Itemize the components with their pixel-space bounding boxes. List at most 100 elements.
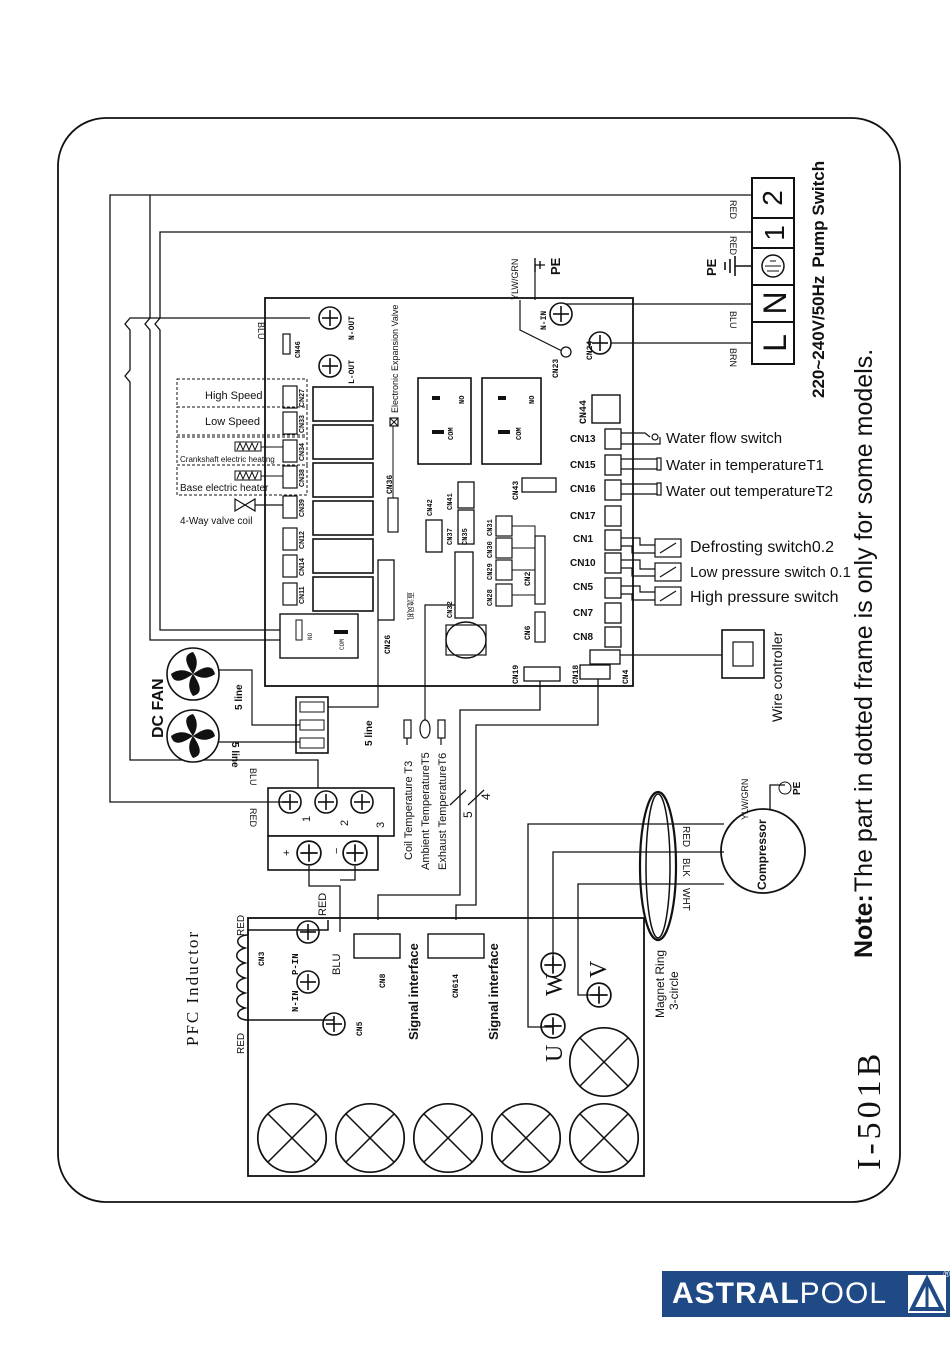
wire-controller [721, 629, 765, 679]
svg-text:CN14: CN14 [299, 558, 306, 576]
high-speed-label: High Speed [205, 390, 263, 402]
svg-text:CN18: CN18 [572, 665, 581, 684]
svg-text:CN17: CN17 [570, 511, 596, 522]
svg-text:CN42: CN42 [427, 499, 435, 516]
ambient-temp-label: Ambient TemperatureT5 [420, 752, 432, 870]
svg-text:CN27: CN27 [299, 389, 306, 407]
low-pressure-switch-label: Low pressure switch 0.1 [690, 564, 851, 581]
svg-text:2: 2 [757, 190, 788, 206]
svg-text:CN29: CN29 [487, 563, 495, 580]
svg-text:CN4: CN4 [622, 669, 631, 684]
svg-text:CN11: CN11 [299, 586, 306, 604]
svg-text:CN39: CN39 [299, 499, 306, 517]
cn44-connector [591, 394, 621, 424]
wire-label-red-2: RED [728, 236, 738, 256]
svg-text:COM: COM [448, 427, 456, 440]
defrost-switch-label: Defrosting switch0.2 [690, 539, 834, 556]
n-in-terminal [549, 302, 573, 326]
base-heater-label: Base electric heater [180, 483, 269, 494]
sensor-connectors [604, 428, 622, 648]
svg-text:CN16: CN16 [570, 484, 596, 495]
svg-text:5: 5 [461, 811, 475, 818]
svg-text:CN12: CN12 [299, 531, 306, 549]
dc-fan-label: DC FAN [150, 678, 167, 738]
signal-interface-1: Signal interface [406, 943, 421, 1040]
svg-text:直流风机: 直流风机 [406, 592, 415, 620]
high-pressure-switch-label: High pressure switch [690, 589, 839, 606]
wire-label-red-1: RED [728, 200, 738, 220]
power-wires [124, 194, 752, 800]
svg-text:PE: PE [704, 258, 719, 276]
svg-text:CN28: CN28 [487, 589, 495, 606]
svg-text:RED: RED [236, 915, 247, 936]
svg-text:BLK: BLK [680, 858, 691, 877]
svg-text:CN15: CN15 [570, 460, 596, 471]
outer-frame [57, 117, 901, 1203]
svg-text:NO: NO [459, 396, 467, 404]
cn26-connector [377, 559, 395, 621]
note-label: Note:The part in dotted frame is only fo… [850, 349, 878, 958]
svg-text:4: 4 [479, 793, 493, 800]
crankshaft-heater-label: Crankshaft electric heating [180, 455, 275, 464]
ground-icon [761, 254, 785, 278]
pe-ground-right: PE [704, 256, 752, 276]
svg-text:PE: PE [548, 257, 563, 275]
svg-text:WHT: WHT [680, 888, 691, 911]
svg-text:RED: RED [248, 808, 258, 828]
cn23-terminal [560, 346, 572, 358]
capacitor [445, 621, 487, 659]
svg-text:PE: PE [792, 781, 803, 795]
wire-controller-label: Wire controller [769, 631, 785, 722]
svg-text:V: V [586, 960, 612, 978]
svg-text:1: 1 [301, 816, 313, 822]
relay-box-1: NO COM [417, 377, 472, 465]
wire-label-blu-2: BLU [256, 322, 266, 340]
pfc-inductor [236, 920, 334, 1021]
svg-text:3-circle: 3-circle [667, 971, 681, 1010]
svg-text:5 line: 5 line [234, 684, 245, 710]
svg-text:CN32: CN32 [447, 601, 455, 618]
svg-text:Magnet Ring: Magnet Ring [653, 950, 667, 1018]
svg-text:CN30: CN30 [487, 541, 495, 558]
svg-text:+: + [281, 850, 293, 856]
water-out-temp-label: Water out temperatureT2 [666, 483, 833, 500]
svg-text:CN7: CN7 [573, 608, 593, 619]
svg-text:CN34: CN34 [299, 443, 306, 461]
svg-text:N: N [757, 291, 793, 314]
wire-label-brn: BRN [728, 348, 738, 367]
coil-temp-label: Coil Temperature T3 [403, 761, 415, 860]
svg-text:BLU: BLU [256, 322, 266, 340]
temp-sensors [403, 719, 446, 739]
eev-label: Electronic Expansion Valve [390, 305, 400, 413]
power-terminal-block: 2 1 N L [751, 177, 795, 365]
svg-text:CN38: CN38 [299, 469, 306, 487]
svg-text:CN37: CN37 [447, 528, 455, 545]
relay-box-2: NO COM [481, 377, 542, 465]
n-out-terminal [318, 306, 342, 330]
model-label: I-501B [851, 1050, 888, 1170]
igbt-modules [256, 1026, 640, 1174]
svg-text:CN13: CN13 [570, 434, 596, 445]
optional-frames [176, 378, 308, 496]
svg-text:RED: RED [236, 1033, 247, 1054]
svg-text:CN24: CN24 [586, 341, 595, 360]
svg-text:COM: COM [339, 639, 346, 650]
drive-board [247, 917, 645, 1177]
svg-text:CN5: CN5 [573, 582, 593, 593]
svg-text:220~240V/50HzPump Switch: 220~240V/50HzPump Switch [809, 161, 828, 398]
svg-text:L-OUT: L-OUT [348, 360, 357, 384]
svg-text:CN43: CN43 [512, 481, 521, 500]
svg-text:NO: NO [529, 396, 537, 404]
svg-text:CN3: CN3 [258, 951, 267, 966]
four-way-valve-label: 4-Way valve coil [180, 516, 252, 527]
svg-text:RED: RED [728, 236, 738, 256]
svg-text:CN1: CN1 [573, 534, 593, 545]
svg-text:Note:The part in dotted frame: Note:The part in dotted frame is only fo… [850, 349, 878, 958]
svg-text:RED: RED [680, 826, 691, 847]
svg-text:5 line: 5 line [229, 742, 240, 768]
cn36-connector [387, 497, 399, 533]
brand-mark-icon [908, 1274, 946, 1313]
svg-text:1: 1 [759, 225, 790, 241]
svg-text:Compressor: Compressor [755, 819, 769, 890]
